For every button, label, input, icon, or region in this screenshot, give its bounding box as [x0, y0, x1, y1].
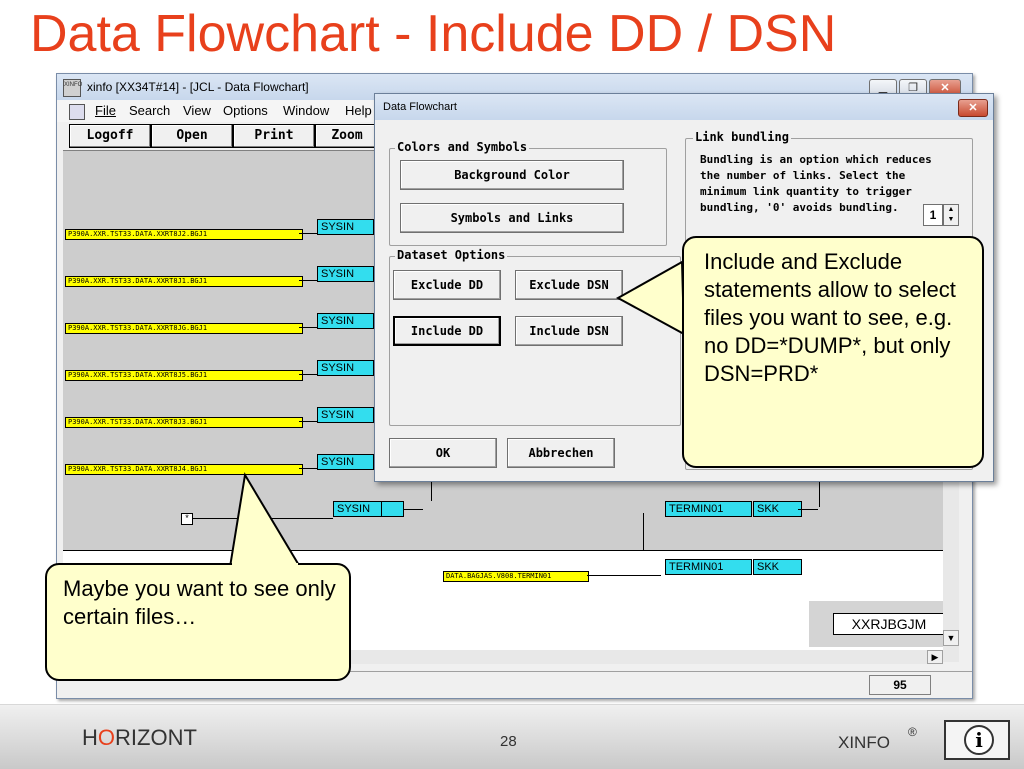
open-button[interactable]: Open — [151, 124, 233, 148]
app-icon: XINFO — [63, 79, 82, 97]
include-exclude-callout: Include and Exclude statements allow to … — [682, 236, 984, 468]
slide-title: Data Flowchart - Include DD / DSN — [30, 5, 837, 63]
scroll-right-icon[interactable]: ▶ — [927, 650, 943, 664]
status-value: 95 — [869, 675, 931, 695]
exclude-dd-button[interactable]: Exclude DD — [393, 270, 501, 300]
main-window-title: xinfo [XX34T#14] - [JCL - Data Flowchart… — [87, 80, 309, 94]
callout-join — [684, 266, 688, 330]
document-icon[interactable] — [69, 104, 85, 120]
bundling-quantity-input[interactable]: 1 — [923, 204, 943, 226]
dataset-node[interactable]: P390A.XXR.TST33.DATA.XXRT8J5.BGJ1 — [65, 370, 303, 381]
scroll-down-icon[interactable]: ▼ — [943, 630, 959, 646]
dialog-title: Data Flowchart — [383, 101, 457, 113]
ok-button[interactable]: OK — [389, 438, 497, 468]
link-line — [299, 280, 317, 281]
spinner-arrows-icon[interactable]: ▲▼ — [943, 204, 959, 226]
dd-node[interactable]: SYSIN — [333, 501, 382, 517]
logoff-button[interactable]: Logoff — [69, 124, 151, 148]
registered-mark: ® — [908, 725, 917, 739]
dataset-node[interactable]: P390A.XXR.TST33.DATA.XXRT8J2.BGJ1 — [65, 229, 303, 240]
job-node[interactable]: XXRJBGJM — [833, 613, 945, 635]
dialog-titlebar[interactable]: Data Flowchart ✕ — [375, 94, 993, 120]
product-name: XINFO — [838, 733, 890, 752]
link-line — [643, 513, 644, 553]
link-line — [819, 469, 820, 507]
exclude-dsn-button[interactable]: Exclude DSN — [515, 270, 623, 300]
dataset-options-group — [389, 256, 681, 426]
menu-search[interactable]: Search — [129, 103, 171, 118]
dd-node[interactable]: SYSIN — [317, 454, 374, 470]
link-line — [431, 469, 432, 501]
link-line — [403, 509, 423, 510]
dataset-node[interactable]: DATA.BAGJAS.V808.TERMIN01 — [443, 571, 589, 582]
dd-node[interactable]: SYSIN — [317, 313, 374, 329]
job-node[interactable]: SKK — [753, 501, 802, 517]
dataset-node[interactable]: P390A.XXR.TST33.DATA.XXRT8J1.BGJ1 — [65, 276, 303, 287]
dataset-options-label: Dataset Options — [395, 248, 508, 262]
menu-help[interactable]: Help — [345, 103, 372, 118]
background-color-button[interactable]: Background Color — [400, 160, 624, 190]
dataset-node[interactable]: P390A.XXR.TST33.DATA.XXRT8J4.BGJ1 — [65, 464, 303, 475]
dataset-node[interactable]: P390A.XXR.TST33.DATA.XXRT8JG.BGJ1 — [65, 323, 303, 334]
slide-footer: HORIZONT 28 XINFO ® i — [0, 704, 1024, 769]
link-bundling-label: Link bundling — [693, 130, 791, 144]
page-number: 28 — [500, 733, 517, 750]
menu-window[interactable]: Window — [283, 103, 330, 118]
left-callout-pointer — [228, 472, 302, 568]
symbols-links-button[interactable]: Symbols and Links — [400, 203, 624, 233]
dataset-node[interactable]: P390A.XXR.TST33.DATA.XXRT8J3.BGJ1 — [65, 417, 303, 428]
dd-node[interactable]: TERMIN01 — [665, 559, 752, 575]
cancel-button[interactable]: Abbrechen — [507, 438, 615, 468]
info-circle-icon: i — [964, 725, 994, 755]
job-node[interactable]: SKK — [753, 559, 802, 575]
dd-node[interactable]: SYSIN — [317, 219, 374, 235]
dd-node[interactable]: SYSIN — [317, 360, 374, 376]
dd-node[interactable]: SYSIN — [317, 407, 374, 423]
info-icon[interactable]: i — [944, 720, 1010, 760]
include-dsn-button[interactable]: Include DSN — [515, 316, 623, 346]
link-line — [299, 468, 317, 469]
link-line — [587, 575, 661, 576]
bundle-marker[interactable]: * — [181, 513, 193, 525]
zoom-button[interactable]: Zoom — [315, 124, 379, 148]
link-line — [299, 374, 317, 375]
dd-node[interactable]: TERMIN01 — [665, 501, 752, 517]
right-callout-pointer — [615, 260, 686, 336]
menu-view[interactable]: View — [183, 103, 211, 118]
horizont-logo: HORIZONT — [82, 725, 197, 750]
menu-file[interactable]: File — [95, 103, 116, 118]
dd-node[interactable]: SYSIN — [317, 266, 374, 282]
link-line — [798, 509, 818, 510]
link-line — [299, 233, 317, 234]
certain-files-callout: Maybe you want to see only certain files… — [45, 563, 351, 681]
link-line — [299, 421, 317, 422]
link-bundling-description: Bundling is an option which reduces the … — [700, 153, 932, 214]
callout-join — [232, 563, 298, 567]
dialog-close-icon[interactable]: ✕ — [958, 99, 988, 117]
link-line — [299, 327, 317, 328]
include-dd-button[interactable]: Include DD — [393, 316, 501, 346]
print-button[interactable]: Print — [233, 124, 315, 148]
menu-options[interactable]: Options — [223, 103, 268, 118]
colors-symbols-label: Colors and Symbols — [395, 140, 530, 154]
